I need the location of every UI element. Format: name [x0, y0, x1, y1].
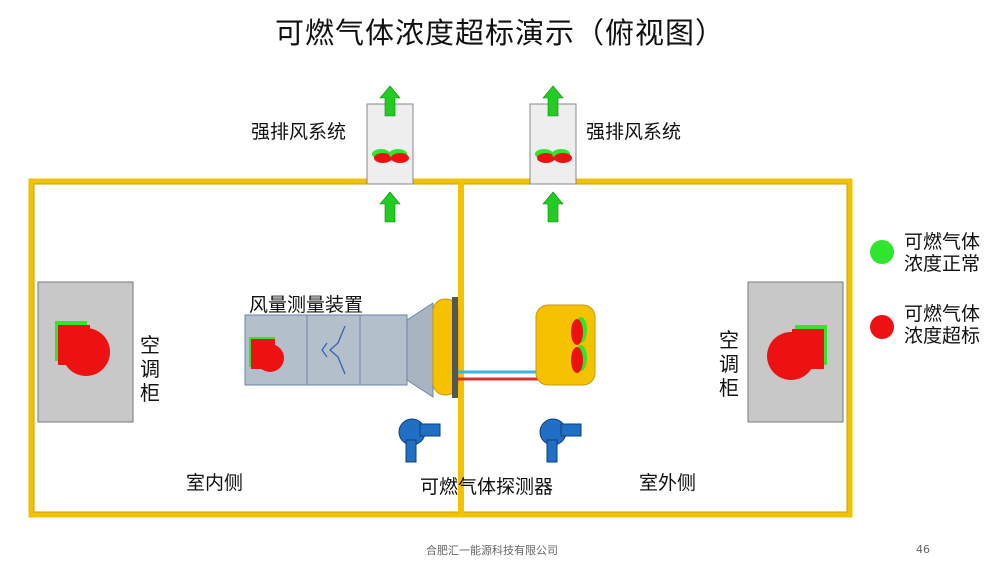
legend-normal: 可燃气体 浓度正常	[904, 231, 980, 275]
exhaust-box-left	[366, 103, 414, 185]
exhaust-label-left: 强排风系统	[251, 121, 347, 143]
air-flow-device-label: 风量测量装置	[249, 294, 364, 316]
legend-normal-line1: 可燃气体	[904, 231, 981, 253]
page-number: 46	[916, 543, 930, 556]
ac-cabinet-right-label: 空调柜	[719, 328, 739, 400]
partition-wall	[458, 181, 464, 515]
flange-plate	[452, 297, 458, 398]
ac-fan-left	[55, 321, 110, 376]
arrow-up-exhaust-left-top	[379, 85, 401, 117]
exhaust-box-right	[529, 103, 577, 185]
legend-normal-line2: 浓度正常	[904, 253, 981, 275]
arrow-up-exhaust-left-bottom	[379, 191, 401, 223]
building-outline	[28, 178, 853, 518]
air-flow-duct	[244, 302, 434, 398]
arrow-up-exhaust-right-top	[542, 85, 564, 117]
page-title: 可燃气体浓度超标演示（俯视图）	[274, 16, 725, 50]
gas-detector-right-icon	[539, 418, 582, 463]
legend-exceeded-line2: 浓度超标	[904, 325, 981, 347]
outdoor-side-label: 室外侧	[639, 472, 697, 494]
duct-fan	[249, 337, 284, 372]
building-outline-inner	[33, 183, 848, 513]
exhaust-fan-right	[535, 149, 572, 163]
arrow-up-exhaust-right-bottom	[542, 191, 564, 223]
ac-fan-right	[767, 325, 827, 380]
gas-detector-label: 可燃气体探测器	[420, 476, 554, 498]
legend-exceeded-line1: 可燃气体	[904, 303, 981, 325]
gas-detector-left-icon	[398, 418, 441, 463]
ac-cabinet-left-label: 空调柜	[140, 333, 160, 405]
exhaust-label-right: 强排风系统	[586, 121, 682, 143]
legend-dot-exceeded	[870, 315, 894, 339]
indoor-side-label: 室内侧	[186, 472, 244, 494]
legend-dot-normal	[870, 240, 894, 264]
footer-company: 合肥汇一能源科技有限公司	[426, 544, 558, 557]
exhaust-fan-left	[372, 149, 409, 163]
outdoor-unit	[535, 304, 596, 386]
legend-exceeded: 可燃气体 浓度超标	[904, 303, 980, 347]
